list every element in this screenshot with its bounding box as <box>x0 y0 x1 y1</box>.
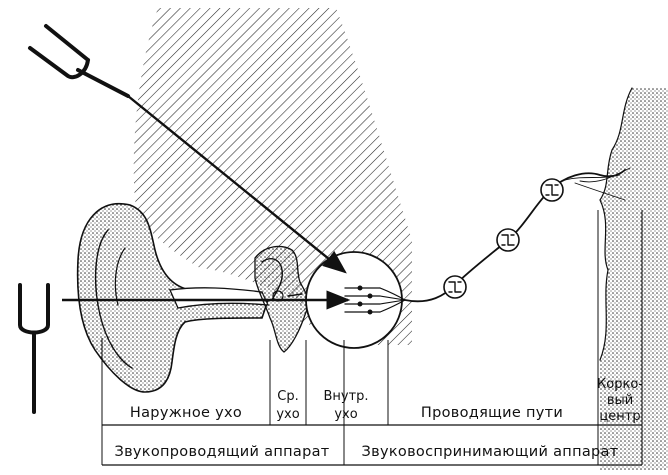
neuron-relay-icon <box>496 228 520 252</box>
cortex-label-line2: вый <box>607 393 633 408</box>
sound-conducting-label: Звукопроводящий аппарат <box>114 444 329 460</box>
region-dividers <box>101 210 643 465</box>
hair-cells <box>344 285 406 315</box>
cortex-label-line1: Корко- <box>597 377 643 392</box>
inner-ear-label-line2: ухо <box>334 407 357 422</box>
tuning-fork-icon <box>18 283 50 414</box>
outer-ear-label: Наружное ухо <box>130 405 242 421</box>
pathways-label: Проводящие пути <box>421 405 563 421</box>
neuron-relay-icon <box>443 275 467 299</box>
middle-ear-label-line2: ухо <box>276 407 299 422</box>
middle-ear-label-line1: Ср. <box>277 389 298 404</box>
sound-perceiving-label: Звуковоспринимающий аппарат <box>362 444 619 460</box>
inner-ear-label-line1: Внутр. <box>323 389 368 404</box>
bone-conduction-arrow <box>127 95 347 274</box>
neuron-relay-icon <box>540 178 564 202</box>
cortex-label-line3: центр <box>599 409 640 424</box>
tuning-fork-icon <box>28 24 130 98</box>
auditory-nerve-path <box>404 169 626 303</box>
